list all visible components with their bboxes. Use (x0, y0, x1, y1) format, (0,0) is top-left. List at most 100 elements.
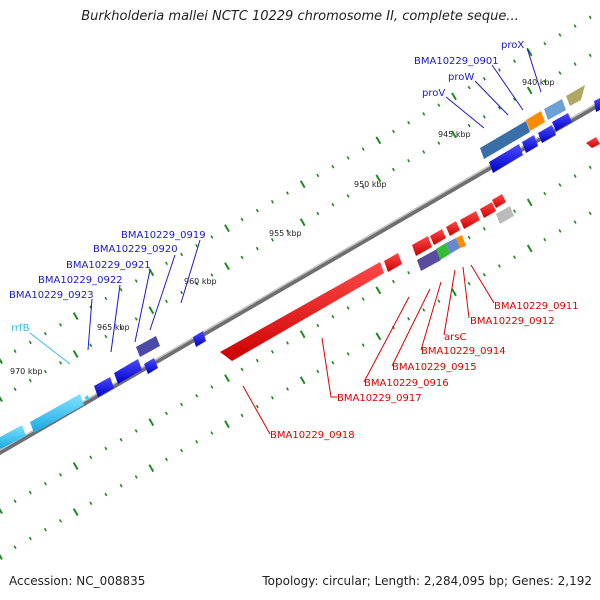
gene-bma0914[interactable] (436, 243, 450, 260)
tick-dot (210, 431, 214, 435)
gene-fwd-945d[interactable] (489, 144, 523, 173)
gene-proX[interactable] (566, 85, 585, 106)
callout-bma0918 (242, 385, 271, 435)
tick-dot (361, 185, 365, 189)
tick-dot (13, 545, 17, 549)
tick-dot (165, 457, 168, 462)
tick-dot (270, 238, 274, 242)
gene-proW[interactable] (526, 111, 545, 131)
gene-rna-cyan-b[interactable] (0, 425, 26, 449)
gene-rev-small-d[interactable] (480, 202, 496, 218)
gene-bma0920[interactable] (136, 336, 160, 357)
tick-dot (299, 218, 306, 227)
tick-dot (89, 501, 93, 506)
tick-dot (573, 220, 577, 224)
gene-bma0919[interactable] (193, 331, 206, 347)
gene-fwd-945a[interactable] (552, 113, 572, 131)
tick-dot (573, 174, 577, 178)
tick-dot (299, 180, 306, 189)
callout-bma0922 (110, 284, 121, 353)
gene-rev-small-c[interactable] (460, 211, 480, 229)
tick-label-955: 955 kbp (269, 229, 302, 238)
tick-dot (180, 252, 184, 257)
gene-fwd-945c[interactable] (522, 135, 538, 153)
tick-dot (346, 306, 350, 310)
gene-fwd-940a[interactable] (594, 98, 600, 112)
callout-bma0915 (391, 288, 431, 367)
gene-fwd-945b[interactable] (538, 125, 556, 143)
tick-dot (286, 341, 289, 345)
callout-bma0921 (134, 269, 151, 343)
tick-dot (43, 369, 47, 374)
label-arsC: arsC (444, 332, 466, 343)
tick-dot (361, 147, 365, 151)
tick-dot (526, 48, 533, 57)
label-bma0923: BMA10229_0923 (9, 290, 94, 301)
tick-dot (195, 243, 199, 248)
gene-bma0901[interactable] (544, 99, 566, 120)
tick-dot (210, 385, 214, 389)
gene-bma0911[interactable] (496, 206, 514, 224)
tick-dot (422, 308, 426, 312)
tick-dot (148, 306, 155, 315)
gene-rna-cyan-a[interactable] (30, 394, 84, 433)
gene-arsC[interactable] (446, 238, 460, 254)
tick-dot (255, 358, 259, 363)
tick-dot (451, 130, 457, 139)
tick-dot (467, 235, 471, 240)
map-title: Burkholderia mallei NCTC 10229 chromosom… (81, 9, 519, 24)
tick-dot (482, 273, 486, 277)
label-bma0916: BMA10229_0916 (364, 378, 449, 389)
gene-rrfB[interactable] (84, 395, 89, 400)
tick-dot (104, 334, 108, 339)
tick-dot (255, 404, 259, 409)
tick-dot (482, 227, 486, 231)
tick-dot (286, 229, 289, 233)
gene-rev-small-b[interactable] (446, 221, 460, 236)
tick-dot (224, 420, 230, 429)
tick-dot (59, 473, 62, 477)
tick-dot (299, 376, 306, 385)
tick-dot (346, 194, 350, 198)
tick-dot (316, 173, 320, 178)
callout-bma0923 (87, 298, 93, 351)
tick-dot (513, 59, 517, 64)
callout-proX (526, 47, 542, 93)
gene-bma0921[interactable] (144, 358, 158, 374)
gene-rev-small-a[interactable] (430, 229, 446, 245)
tick-dot (437, 299, 441, 303)
gene-rev-940[interactable] (586, 137, 600, 148)
tick-dot (375, 332, 382, 341)
gene-bma0918[interactable] (220, 262, 384, 361)
tick-dot (467, 123, 471, 128)
tick-dot (165, 261, 168, 266)
gene-bma0916[interactable] (412, 236, 432, 256)
gene-bma0915[interactable] (417, 249, 441, 271)
gene-bma0923[interactable] (94, 377, 114, 397)
tick-dot (148, 418, 155, 427)
tick-dot (558, 33, 562, 37)
gene-proV[interactable] (480, 121, 530, 159)
tick-dot (0, 507, 3, 514)
gene-bma0912[interactable] (456, 235, 466, 248)
gene-bma0922[interactable] (114, 359, 142, 384)
tick-dot (361, 343, 365, 347)
tick-dot (210, 273, 214, 277)
tick-dot (497, 68, 501, 72)
tick-label-970: 970 kbp (10, 367, 43, 376)
label-bma0918: BMA10229_0918 (270, 430, 355, 441)
tick-dot (286, 191, 289, 195)
tick-dot (299, 330, 306, 339)
tick-dot (195, 281, 199, 286)
tick-dot (72, 312, 79, 321)
tick-dot (270, 350, 274, 354)
callout-proV (445, 96, 485, 129)
tick-dot (255, 246, 259, 251)
tick-dot (72, 462, 79, 471)
gene-rev-small-e[interactable] (492, 194, 506, 208)
tick-dot (437, 103, 441, 107)
tick-dot (165, 299, 168, 304)
callout-bma0912 (462, 266, 470, 319)
tick-dot (72, 350, 79, 359)
gene-bma0917[interactable] (384, 253, 402, 272)
